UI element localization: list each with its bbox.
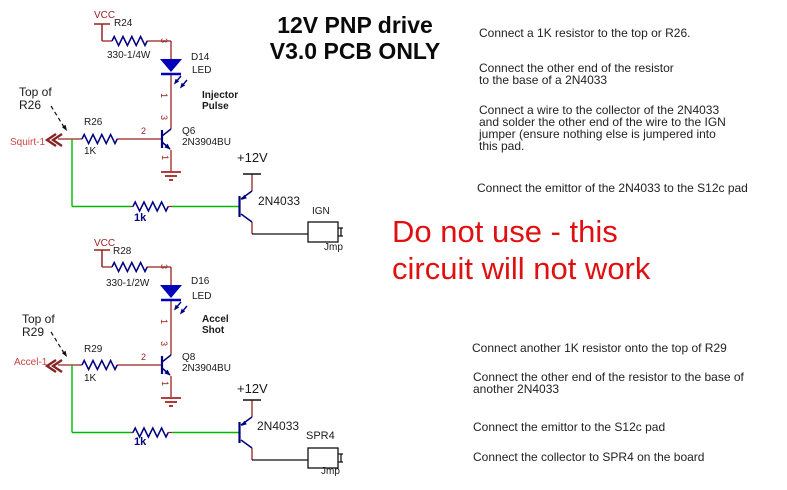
pin-number: 1: [160, 154, 171, 161]
npn-transistor-icon: [160, 128, 172, 150]
pnp-transistor-icon: [238, 190, 253, 223]
pin-number: 2: [141, 352, 147, 362]
base-resistor-value-label: 1K: [84, 146, 97, 157]
pin-number: 1: [159, 318, 170, 325]
pullup-value-label: 330-1/2W: [106, 278, 150, 289]
input-net-label: Squirt-1: [10, 137, 46, 148]
jumper-name-label: IGN: [312, 206, 330, 217]
resistor-drive-icon: [132, 201, 169, 212]
instruction-paragraph: Connect the collector to SPR4 on the boa…: [473, 450, 705, 464]
pullup-ref-label: R28: [113, 246, 132, 257]
pin-number: 1: [159, 92, 170, 99]
pin-number: 3: [159, 263, 170, 270]
pullup-value-label: 330-1/4W: [107, 50, 151, 61]
supply-label: +12V: [237, 381, 268, 396]
signal-name-label: Injector Pulse: [202, 90, 239, 112]
annotation-label: Top of R26: [19, 85, 52, 112]
led-ref-label: D16: [191, 276, 210, 287]
instruction-paragraph: Connect the other end of the resistor to…: [473, 370, 744, 396]
pin-number: 1: [160, 380, 171, 387]
pin-number: 3: [159, 37, 170, 44]
pnp-part-label: 2N4033: [257, 419, 300, 433]
jumper-sub-label: Jmp: [321, 466, 340, 477]
vcc-label: VCC: [94, 10, 116, 21]
base-resistor-ref-label: R29: [84, 344, 103, 355]
base-resistor-ref-label: R26: [84, 117, 103, 128]
jumper-box: [252, 221, 343, 243]
pin-number: 2: [141, 126, 147, 136]
led-ref-label: D14: [191, 52, 210, 63]
resistor-base-icon: [81, 133, 118, 145]
instruction-paragraph: Connect the emittor of the 2N4033 to the…: [477, 181, 748, 195]
base-resistor-value-label: 1K: [84, 373, 97, 384]
annotation-label: Top of R29: [22, 312, 55, 339]
drive-resistor-value-label: 1k: [134, 436, 147, 448]
instruction-paragraph: Connect the emittor to the S12c pad: [473, 420, 666, 434]
pnp-part-label: 2N4033: [258, 194, 301, 208]
ground-icon: [161, 171, 181, 181]
vcc-symbol: [94, 23, 110, 41]
annotation-arrow-icon: [50, 105, 67, 131]
drive-resistor-value-label: 1k: [134, 212, 147, 224]
signal-name-label: Accel Shot: [202, 314, 229, 336]
net-connector-chevron-icon: [44, 133, 63, 147]
jumper-sub-label: Jmp: [324, 242, 343, 253]
supply-label: +12V: [237, 150, 268, 165]
pin-number: 3: [159, 114, 170, 121]
led-type-label: LED: [192, 291, 212, 302]
page-title: 12V PNP drive V3.0 PCB ONLY: [269, 12, 441, 64]
instruction-paragraph: Connect a wire to the collector of the 2…: [479, 103, 726, 153]
jumper-name-label: SPR4: [306, 430, 335, 442]
npn-ref-label: Q6: [182, 126, 196, 137]
instruction-paragraph: Connect another 1K resistor onto the top…: [472, 341, 727, 355]
instruction-paragraph: Connect a 1K resistor to the top or R26.: [479, 26, 691, 40]
led-icon: [160, 59, 188, 89]
npn-ref-label: Q8: [182, 352, 196, 363]
green-wires: [71, 139, 239, 208]
red-wires: [58, 40, 253, 234]
input-net-label: Accel-1: [14, 357, 48, 368]
warning-text: Do not use - this circuit will not work: [392, 214, 651, 286]
pin-number: 3: [159, 340, 170, 347]
pullup-ref-label: R24: [114, 18, 133, 29]
resistor-top-icon: [111, 35, 148, 47]
instruction-paragraph: Connect the other end of the resistor to…: [479, 61, 674, 87]
vcc-label: VCC: [94, 238, 116, 249]
npn-part-label: 2N3904BU: [182, 363, 231, 374]
led-type-label: LED: [192, 65, 212, 76]
npn-part-label: 2N3904BU: [182, 137, 231, 148]
